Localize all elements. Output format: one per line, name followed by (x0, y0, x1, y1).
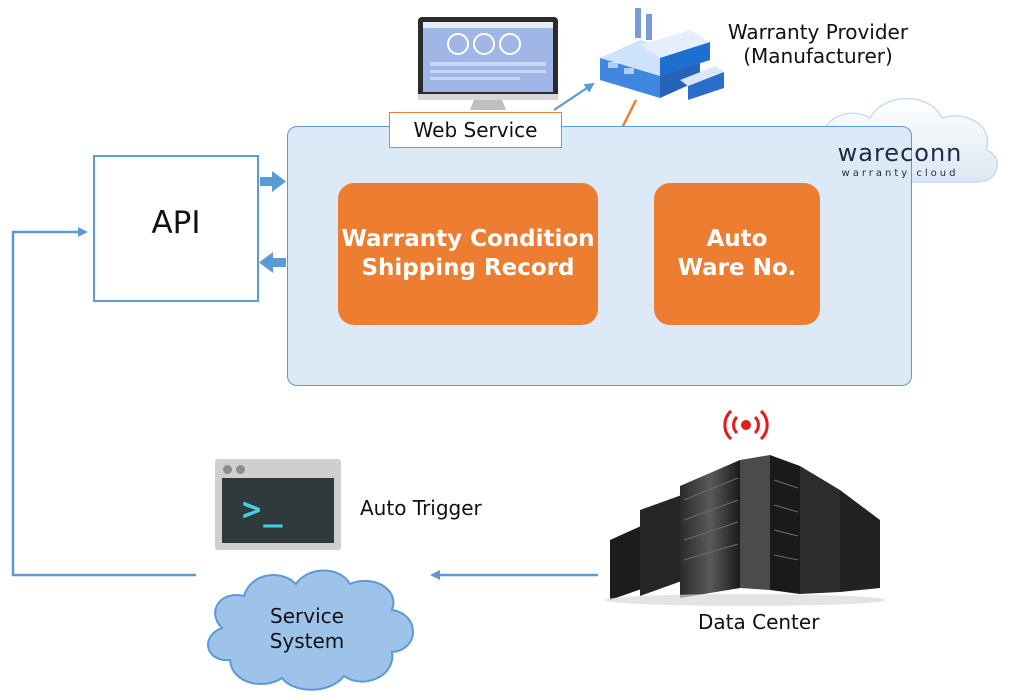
api-box[interactable]: API (93, 155, 259, 302)
service-label-line1: Service (270, 604, 344, 628)
factory-icon (600, 8, 724, 100)
warranty-box-line2: Shipping Record (361, 255, 575, 281)
service-system-cloud (207, 569, 414, 691)
warecon-cloud-panel: Warranty Condition Shipping Record Auto … (287, 126, 912, 386)
wareconn-logo-tagline: warranty cloud (841, 168, 959, 179)
wareconn-logo-text: wareconn (837, 139, 963, 167)
monitor-icon (418, 17, 558, 110)
api-to-panel-arrow (260, 171, 286, 192)
provider-label-line2: (Manufacturer) (743, 44, 893, 68)
web-service-label: Web Service (413, 118, 538, 142)
warranty-condition-box[interactable]: Warranty Condition Shipping Record (338, 183, 598, 325)
feedback-loop-arrow (11, 227, 196, 577)
provider-label-line1: Warranty Provider (727, 20, 909, 44)
warranty-box-line1: Warranty Condition (341, 226, 595, 252)
api-label: API (151, 205, 201, 241)
auto-trigger-label: Auto Trigger (360, 496, 482, 520)
auto-ware-no-box[interactable]: Auto Ware No. (654, 183, 820, 325)
web-service-box[interactable]: Web Service (389, 112, 562, 148)
terminal-dot (223, 465, 232, 474)
signal-icon (723, 409, 769, 441)
panel-to-api-arrow (259, 252, 286, 273)
service-label-line2: System (269, 629, 345, 653)
server-rack-icon (605, 455, 885, 606)
auto-box-line1: Auto (706, 226, 768, 252)
web-service-to-provider-arrow (553, 82, 595, 111)
terminal-prompt: >_ (242, 490, 285, 528)
warranty-provider-label: Warranty Provider (Manufacturer) (718, 20, 918, 68)
terminal-dot (236, 465, 245, 474)
auto-box-line2: Ware No. (677, 255, 797, 281)
terminal-icon: >_ (215, 459, 341, 550)
data-center-label: Data Center (698, 610, 820, 634)
service-system-label: Service System (252, 604, 362, 654)
terminal-screen: >_ (222, 478, 334, 543)
